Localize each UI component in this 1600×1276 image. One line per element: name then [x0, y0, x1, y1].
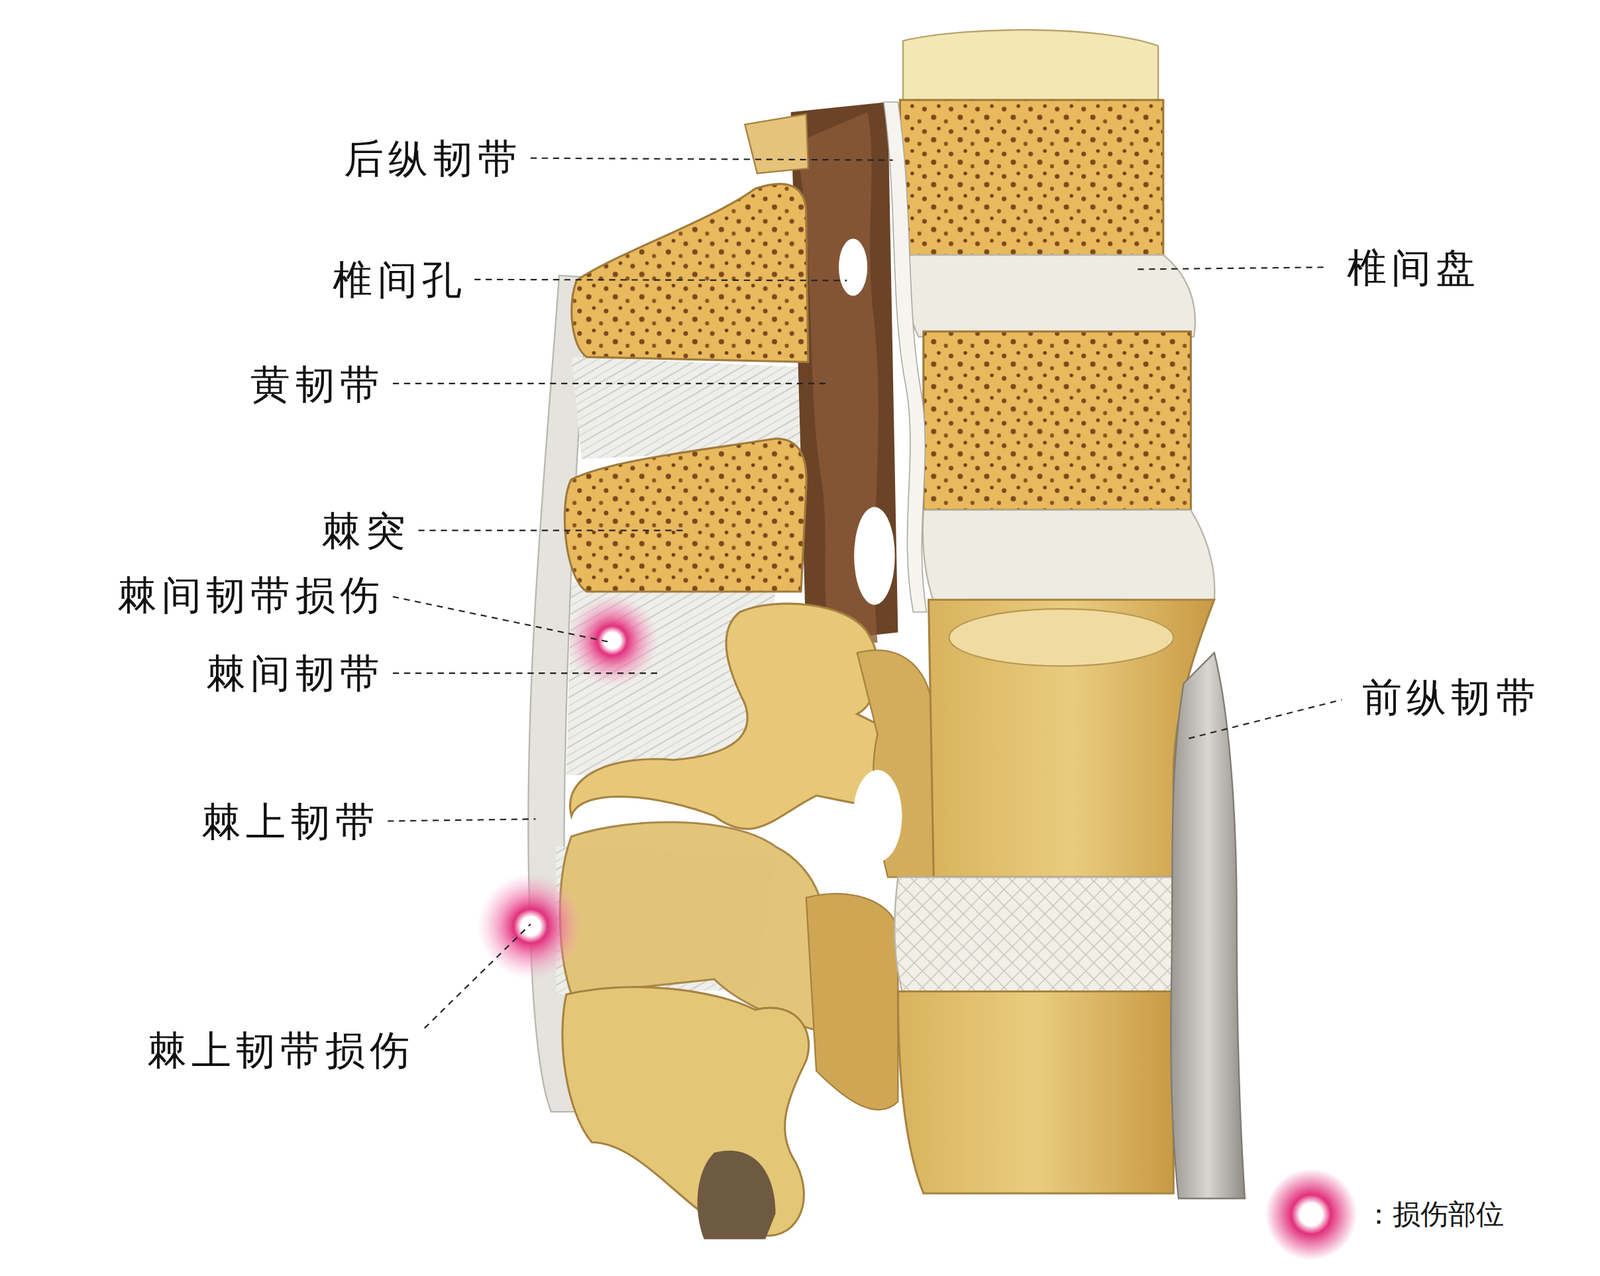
part-label: 前纵韧带	[1362, 673, 1541, 721]
part-label: 棘突	[321, 506, 411, 555]
part-label: 棘上韧带	[201, 797, 380, 846]
part-label: 后纵韧带	[343, 134, 523, 183]
part-label: 棘间韧带损伤	[117, 571, 385, 619]
legend-swatch	[1264, 1168, 1358, 1261]
legend-text: ：损伤部位	[1364, 1197, 1504, 1232]
leader-lines	[387, 158, 1342, 1029]
part-label: 椎间盘	[1346, 243, 1481, 292]
part-label: 椎间孔	[332, 255, 467, 304]
part-label: 黄韧带	[250, 360, 385, 409]
part-label: 棘间韧带	[206, 649, 385, 697]
part-label: 棘上韧带损伤	[147, 1026, 415, 1074]
